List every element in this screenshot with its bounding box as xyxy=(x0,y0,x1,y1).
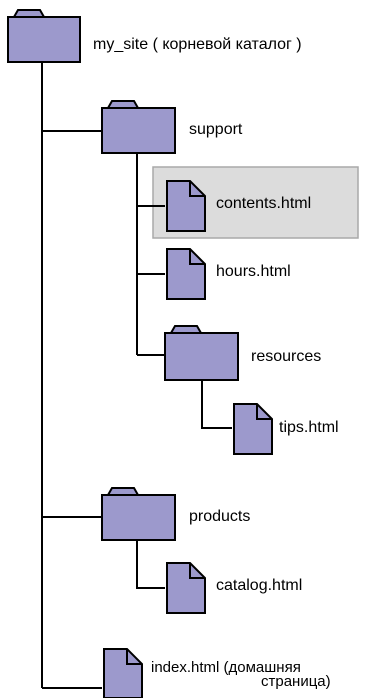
folder-icon[interactable] xyxy=(164,325,239,381)
hours-file-label[interactable]: hours.html xyxy=(216,263,291,280)
connector-resources-trunk xyxy=(201,380,232,429)
index-file-label-line2: страница) xyxy=(261,673,331,690)
catalog-file-label[interactable]: catalog.html xyxy=(216,577,303,594)
folder-icon[interactable] xyxy=(7,9,81,63)
support-folder-label[interactable]: support xyxy=(189,121,243,138)
resources-folder-label[interactable]: resources xyxy=(251,348,322,365)
index-file-label[interactable]: index.html (домашняя страница) xyxy=(151,659,331,690)
products-folder-label[interactable]: products xyxy=(189,508,251,525)
tree-connectors xyxy=(41,62,232,689)
folder-icon[interactable] xyxy=(101,100,176,154)
contents-file-label[interactable]: contents.html xyxy=(216,195,312,212)
root-folder-label[interactable]: my_site ( корневой каталог ) xyxy=(93,36,302,53)
tips-file-label[interactable]: tips.html xyxy=(279,419,339,436)
file-icon[interactable] xyxy=(166,562,206,614)
connector-products-trunk xyxy=(136,540,165,589)
file-icon[interactable] xyxy=(166,180,206,232)
file-icon[interactable] xyxy=(103,648,143,698)
file-icon[interactable] xyxy=(166,248,206,300)
index-file-label-line1: index.html (домашняя xyxy=(151,659,301,676)
folder-icon[interactable] xyxy=(101,487,176,541)
file-icon[interactable] xyxy=(233,403,273,455)
